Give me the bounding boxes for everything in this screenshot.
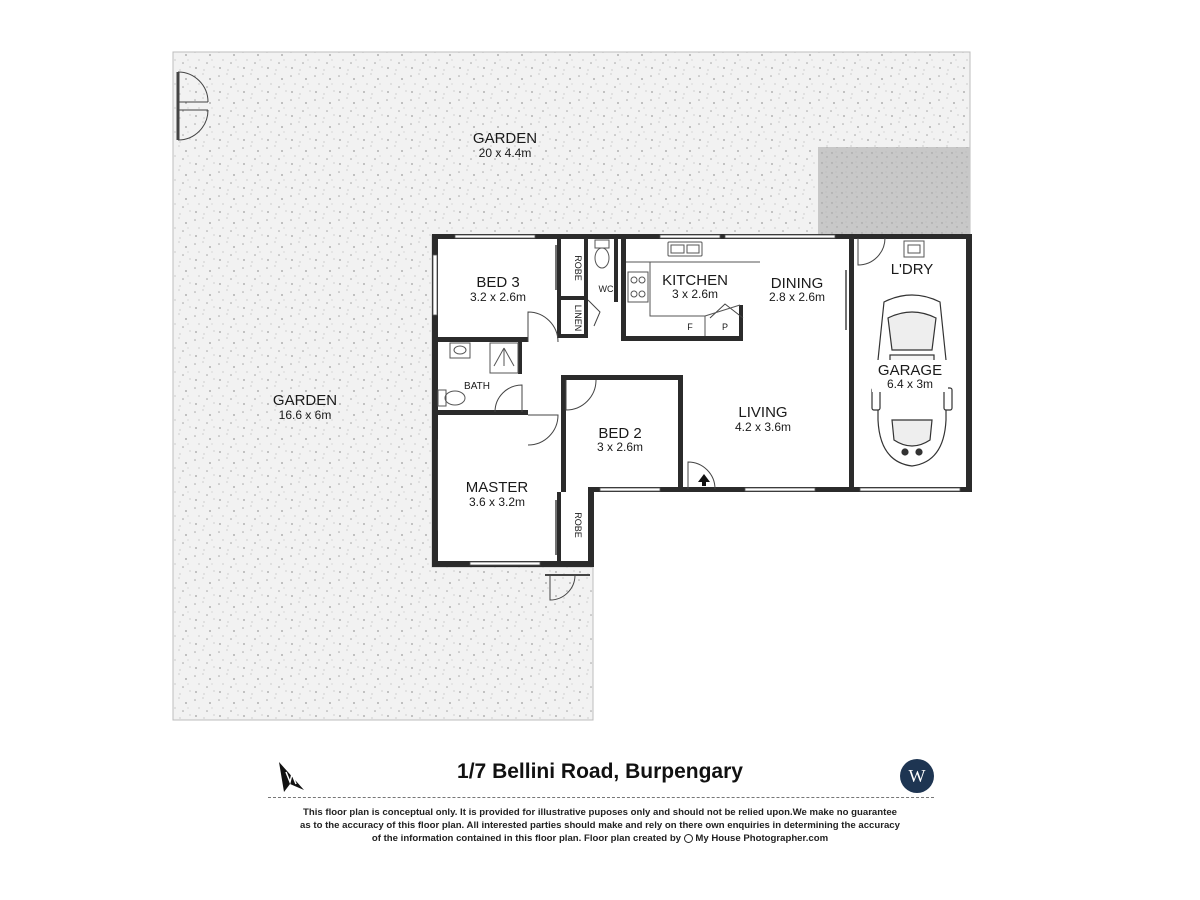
- garage-name: GARAGE: [878, 362, 942, 379]
- garage-label-box: [872, 360, 948, 392]
- bed3-name: BED 3: [476, 274, 519, 291]
- toilet-icon: [437, 239, 610, 407]
- living-dims: 4.2 x 3.6m: [735, 420, 791, 434]
- stove-icon: [627, 271, 649, 303]
- house-floor: [432, 235, 972, 567]
- disclaimer-line-1: This floor plan is conceptual only. It i…: [302, 807, 897, 818]
- sink-icon: [667, 241, 703, 257]
- garden-left-name: GARDEN: [273, 392, 337, 409]
- north-arrow-icon: [279, 762, 304, 792]
- dining-name: DINING: [771, 275, 824, 292]
- property-address: 1/7 Bellini Road, Burpengary: [457, 760, 743, 783]
- camera-lens-icon: [683, 834, 693, 843]
- interior-walls: [432, 234, 858, 567]
- garden-left-dims: 16.6 x 6m: [279, 408, 332, 422]
- footer-divider: [268, 797, 934, 798]
- master-name: MASTER: [466, 479, 529, 496]
- garden-gate: [176, 71, 209, 141]
- wc-label: WC: [599, 284, 614, 294]
- garden-top-name: GARDEN: [473, 130, 537, 147]
- logo-w-icon: W: [900, 759, 934, 793]
- bed2-name: BED 2: [598, 425, 641, 442]
- kitchen-name: KITCHEN: [662, 272, 728, 289]
- living-name: LIVING: [738, 404, 787, 421]
- disclaimer: This floor plan is conceptual only. It i…: [255, 806, 945, 845]
- bath-vanity: [449, 342, 471, 359]
- garage-dims: 6.4 x 3m: [887, 377, 933, 391]
- disclaimer-line-2: as to the accuracy of this floor plan. A…: [300, 820, 900, 831]
- disclaimer-line-3-text: of the information contained in this flo…: [371, 833, 682, 844]
- bath-name: BATH: [464, 381, 490, 392]
- kitchen-benches: [626, 261, 760, 336]
- paving-area: [818, 147, 970, 235]
- master-dims: 3.6 x 3.2m: [469, 495, 525, 509]
- robe-top-label: ROBE: [573, 255, 583, 281]
- laundry-tub: [903, 240, 925, 258]
- pantry-label: P: [722, 322, 728, 332]
- shower-icon: [489, 342, 519, 374]
- dining-dims: 2.8 x 2.6m: [769, 290, 825, 304]
- bed2-dims: 3 x 2.6m: [597, 440, 643, 454]
- bed3-dims: 3.2 x 2.6m: [470, 290, 526, 304]
- kitchen-dims: 3 x 2.6m: [672, 287, 718, 301]
- credit-text: My House Photographer.com: [695, 833, 829, 844]
- entry-arrow-icon: [698, 474, 710, 486]
- doors: [494, 237, 886, 601]
- laundry-name: L'DRY: [891, 261, 934, 278]
- linen-label: LINEN: [573, 305, 583, 332]
- fridge-label: F: [687, 322, 693, 332]
- disclaimer-line-3: of the information contained in this flo…: [255, 832, 945, 845]
- garden-top-dims: 20 x 4.4m: [479, 146, 532, 160]
- robe-master-label: ROBE: [573, 512, 583, 538]
